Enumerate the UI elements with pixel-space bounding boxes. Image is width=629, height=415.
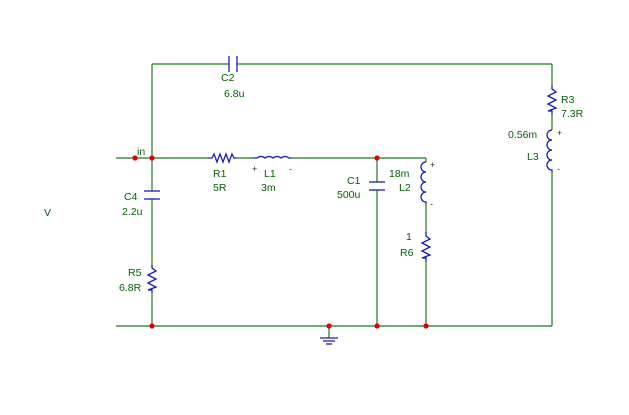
junction-nodes bbox=[132, 155, 429, 329]
r1-value: 5R bbox=[213, 182, 227, 194]
l3-pin-minus: - bbox=[557, 164, 560, 174]
c1-value: 500u bbox=[337, 189, 361, 201]
r5-ref: R5 bbox=[128, 267, 142, 279]
junction-node bbox=[149, 323, 155, 329]
c1-ref: C1 bbox=[347, 175, 361, 187]
source-label: V bbox=[44, 207, 51, 219]
resistor-r5[interactable] bbox=[146, 265, 158, 293]
inductor-l3[interactable] bbox=[546, 129, 553, 172]
l3-ref: L3 bbox=[527, 151, 539, 163]
ground-symbol bbox=[320, 337, 338, 345]
l1-value: 3m bbox=[261, 182, 276, 194]
l1-ref: L1 bbox=[264, 168, 276, 180]
net-label-in: in bbox=[137, 146, 145, 158]
c4-value: 2.2u bbox=[122, 206, 143, 218]
l2-value: 18m bbox=[389, 168, 410, 180]
l3-pin-plus: + bbox=[557, 128, 562, 138]
c2-ref: C2 bbox=[221, 72, 235, 84]
r3-value: 7.3R bbox=[561, 108, 584, 120]
inductor-l2[interactable] bbox=[420, 161, 427, 204]
r6-ref: R6 bbox=[400, 247, 414, 259]
r1-ref: R1 bbox=[213, 168, 227, 180]
resistor-r1[interactable] bbox=[208, 152, 236, 164]
l2-pin-minus: - bbox=[430, 199, 433, 209]
inductor-l1[interactable] bbox=[253, 155, 292, 159]
capacitor-c1[interactable] bbox=[369, 181, 385, 191]
wires bbox=[116, 63, 553, 338]
resistor-r3[interactable] bbox=[546, 86, 558, 114]
l2-ref: L2 bbox=[399, 182, 411, 194]
resistor-r6[interactable] bbox=[420, 232, 432, 262]
junction-node bbox=[374, 323, 380, 329]
junction-node bbox=[149, 155, 155, 161]
capacitor-c4[interactable] bbox=[144, 190, 160, 200]
junction-node bbox=[423, 323, 429, 329]
c2-value: 6.8u bbox=[224, 88, 245, 100]
capacitor-c2[interactable] bbox=[228, 56, 238, 72]
junction-node bbox=[326, 323, 332, 329]
l2-pin-plus: + bbox=[430, 160, 435, 170]
r3-ref: R3 bbox=[561, 94, 575, 106]
r6-value: 1 bbox=[406, 231, 412, 243]
junction-node bbox=[374, 155, 380, 161]
l3-value: 0.56m bbox=[508, 129, 537, 141]
c4-ref: C4 bbox=[124, 191, 138, 203]
l1-pin-plus: + bbox=[252, 164, 257, 174]
l1-pin-minus: - bbox=[289, 164, 292, 174]
junction-node bbox=[132, 155, 138, 161]
r5-value: 6.8R bbox=[119, 282, 142, 294]
